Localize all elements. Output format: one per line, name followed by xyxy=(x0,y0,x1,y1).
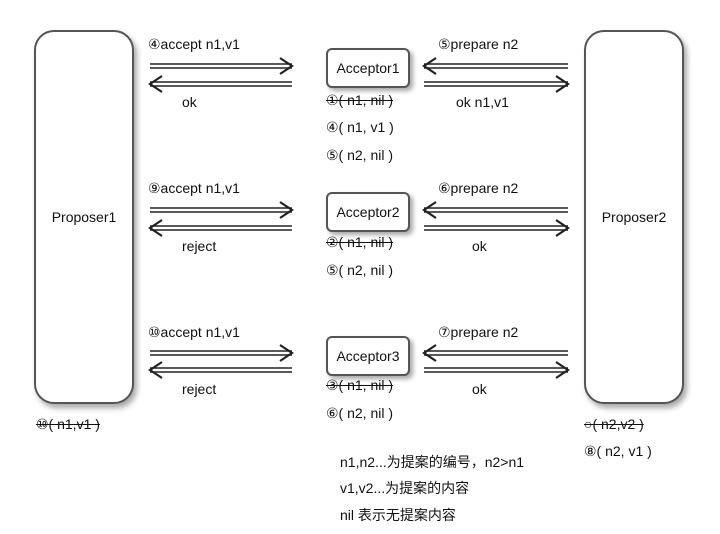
note-1: n1,n2...为提案的编号，n2>n1 xyxy=(340,454,525,470)
row3-right-request: ⑦prepare n2 xyxy=(438,324,519,340)
row3-right-response: ok xyxy=(472,381,487,397)
proposer2-box: Proposer2 xyxy=(584,30,684,404)
row3-left-response-arrow-head xyxy=(148,361,163,379)
proposer1-label: Proposer1 xyxy=(51,209,117,225)
row1-left-response-arrow xyxy=(148,75,292,93)
row3-right-request-arrow-head xyxy=(422,344,437,362)
row2-right-request-arrow-head xyxy=(422,201,437,219)
row2-left-response-arrow-head xyxy=(148,219,163,237)
row2-right-request: ⑥prepare n2 xyxy=(438,180,519,196)
row2-left-request-arrow-head xyxy=(279,201,294,219)
row2-left-response: reject xyxy=(182,238,217,254)
row1-right-response-arrow-head xyxy=(555,75,570,93)
acceptor1-state-2: ④( n1, v1 ) xyxy=(326,119,394,135)
row3-right-response-arrow xyxy=(424,361,570,379)
acceptor3-label: Acceptor3 xyxy=(336,348,400,364)
row1-right-request: ⑤prepare n2 xyxy=(438,36,519,52)
row3-right-response-arrow-head xyxy=(555,361,570,379)
proposer2-label: Proposer2 xyxy=(601,209,667,225)
row1-right-response-arrow xyxy=(424,75,570,93)
acceptor1-label: Acceptor1 xyxy=(336,60,400,76)
row2-right-response-arrow-head xyxy=(555,219,570,237)
row3-left-response-arrow xyxy=(148,361,292,379)
acceptor3-box: Acceptor3 xyxy=(326,336,410,376)
note-2: v1,v2...为提案的内容 xyxy=(340,480,470,496)
row3-left-request-arrow xyxy=(150,344,294,362)
row1-left-request-arrow xyxy=(150,57,294,75)
row2-left-request: ⑨accept n1,v1 xyxy=(148,180,240,196)
row2-right-response-arrow xyxy=(424,219,570,237)
proposer1-box: Proposer1 xyxy=(34,30,134,404)
row1-left-response: ok xyxy=(182,94,197,110)
row3-left-request: ⑩accept n1,v1 xyxy=(148,324,240,340)
acceptor1-state-3: ⑤( n2, nil ) xyxy=(326,147,394,163)
row1-right-response: ok n1,v1 xyxy=(456,94,509,110)
row2-right-response: ok xyxy=(472,238,487,254)
row3-left-request-arrow-head xyxy=(279,344,294,362)
row3-left-response: reject xyxy=(182,381,217,397)
row2-left-request-arrow xyxy=(150,201,294,219)
acceptor2-state-1: ②( n1, nil ) xyxy=(326,234,394,250)
proposer1-state: ⑩( n1,v1 ) xyxy=(36,416,100,432)
row2-left-response-arrow xyxy=(148,219,292,237)
acceptor2-state-2: ⑤( n2, nil ) xyxy=(326,262,394,278)
note-3: nil 表示无提案内容 xyxy=(340,507,456,523)
acceptor2-box: Acceptor2 xyxy=(326,192,410,232)
proposer2-state-old: ○( n2,v2 ) xyxy=(584,416,644,432)
acceptor1-state-1: ①( n1, nil ) xyxy=(326,92,394,108)
acceptor3-state-1: ③( n1, nil ) xyxy=(326,377,394,393)
row1-left-response-arrow-head xyxy=(148,75,163,93)
acceptor3-state-2: ⑥( n2, nil ) xyxy=(326,405,394,421)
row2-right-request-arrow xyxy=(422,201,568,219)
acceptor1-box: Acceptor1 xyxy=(326,48,410,88)
row1-right-request-arrow xyxy=(422,57,568,75)
row1-left-request-arrow-head xyxy=(279,57,294,75)
row1-left-request: ④accept n1,v1 xyxy=(148,36,240,52)
row3-right-request-arrow xyxy=(422,344,568,362)
row1-right-request-arrow-head xyxy=(422,57,437,75)
proposer2-state-new: ⑧( n2, v1 ) xyxy=(584,443,652,459)
acceptor2-label: Acceptor2 xyxy=(336,204,400,220)
